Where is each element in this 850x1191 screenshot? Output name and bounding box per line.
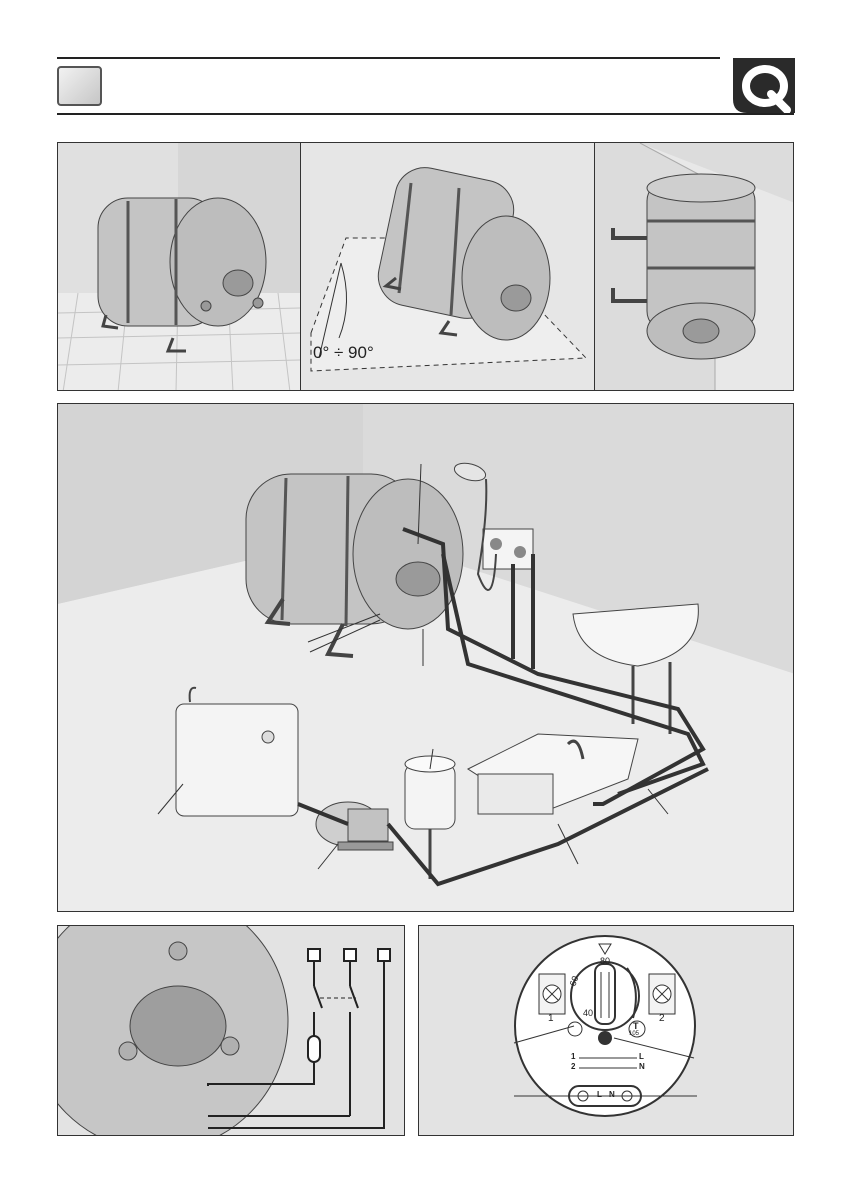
dial-label-80: 80 — [600, 956, 610, 966]
thermostat-panel: 80 60 40 1 2 T 105 1 L 2 N L N — [418, 925, 794, 1136]
terminal-screw-1 — [539, 974, 565, 1014]
terminal-number-1: 1 — [548, 1013, 554, 1024]
terminal-screw-2 — [649, 974, 675, 1014]
wiring-row1-end: L — [639, 1052, 644, 1061]
section-marker-box — [57, 66, 102, 106]
header-top-rule — [57, 57, 720, 59]
terminal-number-2: 2 — [659, 1013, 665, 1024]
heater-end-closeup — [58, 926, 288, 1136]
wiring-row2-end: N — [639, 1062, 645, 1071]
limiter-value: 105 — [629, 1031, 639, 1037]
fresh-water-tank — [176, 688, 298, 816]
plumbing-installation-panel — [57, 403, 794, 912]
wiring-row2-start: 2 — [571, 1062, 575, 1071]
reset-button — [598, 1031, 612, 1045]
electrical-wiring-panel — [57, 925, 405, 1136]
inclination-angle-label: 0° ÷ 90° — [313, 343, 374, 363]
inclined-mount-panel: 0° ÷ 90° — [300, 142, 595, 391]
block-label-L: L — [597, 1090, 602, 1099]
terminal-boxes — [308, 949, 390, 961]
dial-label-40: 40 — [583, 1008, 593, 1018]
limiter-label: T — [633, 1021, 639, 1031]
brand-logo — [733, 58, 795, 113]
vertical-mount-panel — [594, 142, 794, 391]
block-label-N: N — [609, 1090, 615, 1099]
wiring-row1-start: 1 — [571, 1052, 575, 1061]
floor-mount-panel — [57, 142, 301, 391]
header-bottom-rule — [57, 113, 794, 115]
